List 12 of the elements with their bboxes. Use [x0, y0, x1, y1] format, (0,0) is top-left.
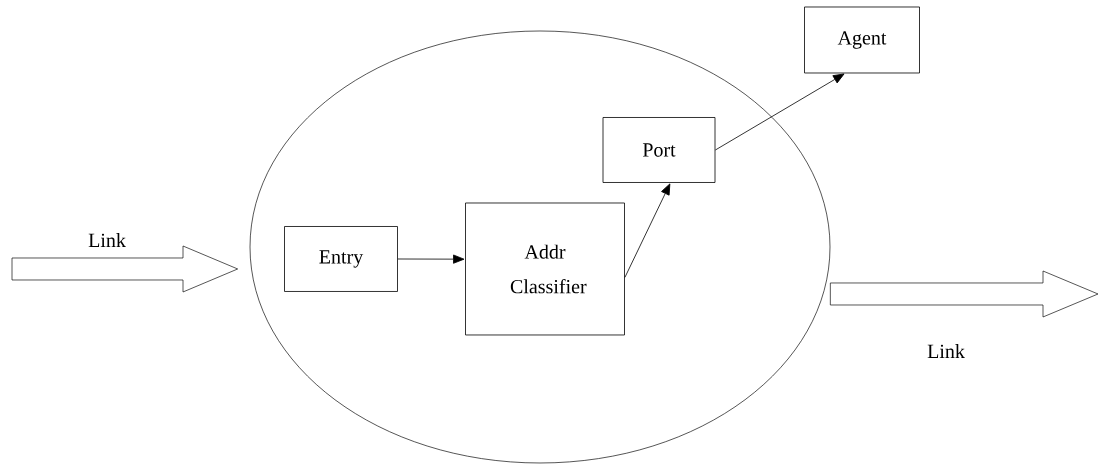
ellipse [249, 30, 831, 464]
process-box: Agent [804, 6, 920, 74]
block-arrow [11, 245, 238, 293]
arrow [624, 183, 671, 278]
arrow [397, 254, 465, 264]
process-box: Port [602, 117, 716, 183]
block-arrow [830, 270, 1099, 318]
process-box: Entry [284, 226, 398, 292]
edge-label: Link [86, 231, 128, 249]
process-box: Addr Classifier [465, 202, 625, 336]
edge-label: Link [925, 342, 967, 360]
arrow [715, 73, 845, 151]
